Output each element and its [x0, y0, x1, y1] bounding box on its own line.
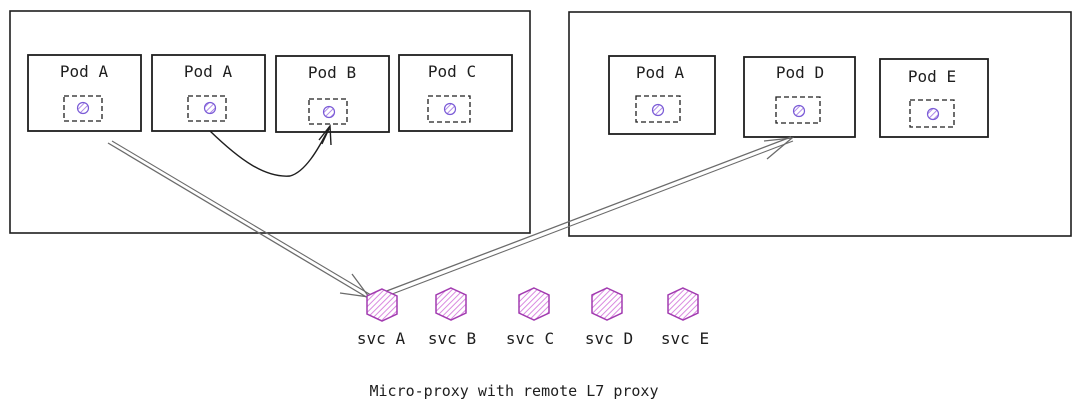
- pod-label: Pod C: [428, 62, 476, 81]
- proxy-icon: [792, 104, 806, 118]
- proxy-slot: [635, 95, 681, 123]
- service-label: svc E: [661, 329, 709, 348]
- service-label: svc D: [585, 329, 633, 348]
- service-label: svc B: [428, 329, 476, 348]
- diagram-caption: Micro-proxy with remote L7 proxy: [370, 382, 659, 400]
- pod-box: Pod D: [743, 56, 856, 138]
- hexagon-icon: [366, 288, 398, 322]
- service-node: svc E: [661, 287, 709, 348]
- arrow-pod-a-to-pod-b: [209, 124, 332, 177]
- service-node: svc A: [357, 288, 406, 348]
- proxy-icon: [203, 101, 217, 115]
- arrow-pod-a-to-svc-a: [107, 140, 372, 299]
- service-node: svc D: [585, 287, 633, 348]
- hexagon-icon: [667, 287, 699, 321]
- pod-label: Pod D: [776, 63, 824, 82]
- arrow-svc-a-to-pod-d: [383, 136, 795, 297]
- hexagon-icon: [591, 287, 623, 321]
- proxy-slot: [187, 95, 227, 122]
- pod-label: Pod B: [308, 63, 356, 82]
- hexagon-icon: [518, 287, 550, 321]
- cluster-right: [568, 11, 1072, 237]
- pod-label: Pod E: [908, 67, 956, 86]
- proxy-icon: [443, 102, 457, 116]
- service-node: svc B: [428, 287, 476, 348]
- pod-box: Pod E: [879, 58, 989, 138]
- pod-box: Pod A: [608, 55, 716, 135]
- cluster-left: [9, 10, 531, 234]
- pod-box: Pod C: [398, 54, 513, 132]
- proxy-slot: [308, 98, 348, 125]
- proxy-icon: [76, 101, 90, 115]
- pod-box: Pod A: [151, 54, 266, 132]
- pod-label: Pod A: [60, 62, 109, 81]
- proxy-slot: [775, 96, 821, 124]
- proxy-icon: [322, 105, 336, 119]
- proxy-icon: [651, 103, 665, 117]
- pod-label: Pod A: [636, 63, 685, 82]
- proxy-slot: [909, 99, 955, 128]
- service-label: svc C: [506, 329, 554, 348]
- pod-label: Pod A: [184, 62, 233, 81]
- service-node: svc C: [506, 287, 554, 348]
- service-label: svc A: [357, 329, 406, 348]
- pod-box: Pod B: [275, 55, 390, 133]
- pod-box: Pod A: [27, 54, 142, 132]
- hexagon-icon: [435, 287, 467, 321]
- proxy-icon: [926, 107, 940, 121]
- proxy-slot: [427, 95, 471, 123]
- proxy-slot: [63, 95, 103, 122]
